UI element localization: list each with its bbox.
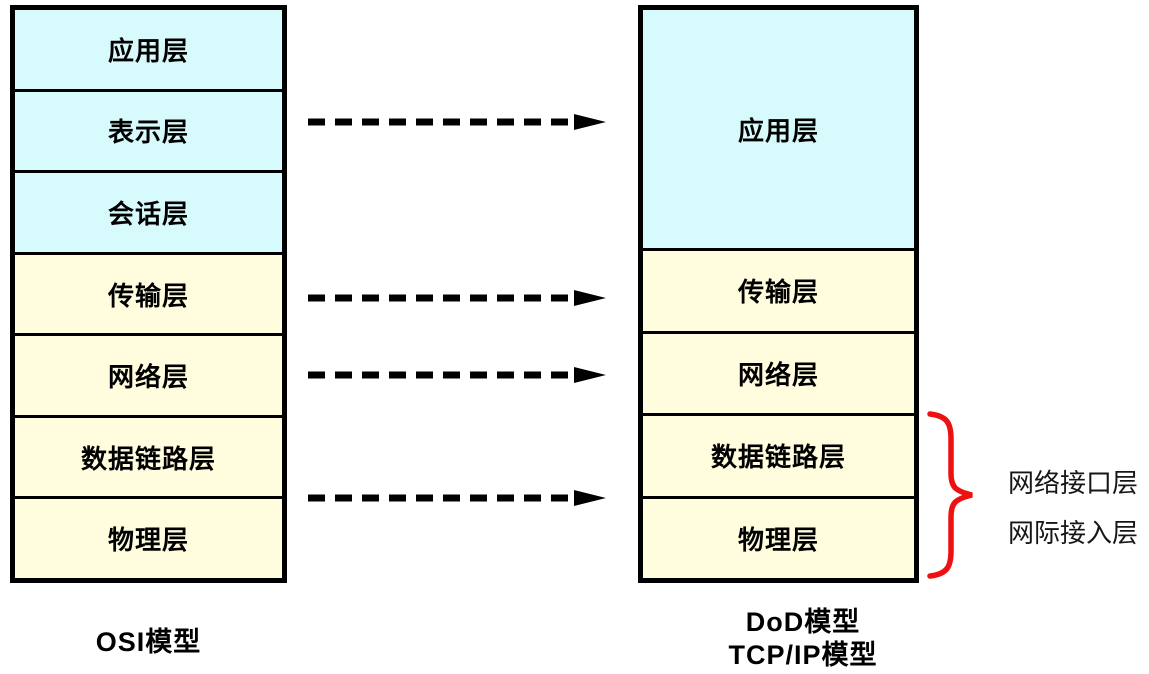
osi-layer-data-link: 数据链路层 [15,417,282,500]
dashed-arrow-link-physical [308,489,608,507]
dod-column: 应用层 传输层 网络层 数据链路层 物理层 [638,5,919,583]
osi-model-title: OSI模型 [95,627,202,657]
dod-model-title-line1: DoD模型 [745,607,861,637]
dod-layer-transport: 传输层 [643,251,914,334]
dod-layer-application: 应用层 [643,10,914,252]
osi-layer-physical: 物理层 [15,499,282,579]
dod-model-title: DoD模型 TCP/IP模型 [653,606,953,672]
dashed-arrow-presentation-to-application [308,113,608,131]
osi-layer-network: 网络层 [15,336,282,418]
osi-column: 应用层 表示层 会话层 传输层 网络层 数据链路层 物理层 [10,5,287,583]
dashed-arrow-transport [308,289,608,307]
osi-layer-application: 应用层 [15,10,282,92]
osi-layer-transport: 传输层 [15,254,282,337]
brace-label-network-access: 网际接入层 [1008,519,1139,549]
dashed-arrow-network [308,366,608,384]
osi-layer-session: 会话层 [15,173,282,255]
dod-model-title-line2: TCP/IP模型 [728,640,878,670]
osi-layer-presentation: 表示层 [15,91,282,174]
curly-brace-icon [926,410,978,580]
dod-layer-data-link: 数据链路层 [643,416,914,499]
dod-layer-physical: 物理层 [643,498,914,578]
dod-layer-network: 网络层 [643,333,914,417]
brace-label-network-interface: 网络接口层 [1008,469,1139,499]
